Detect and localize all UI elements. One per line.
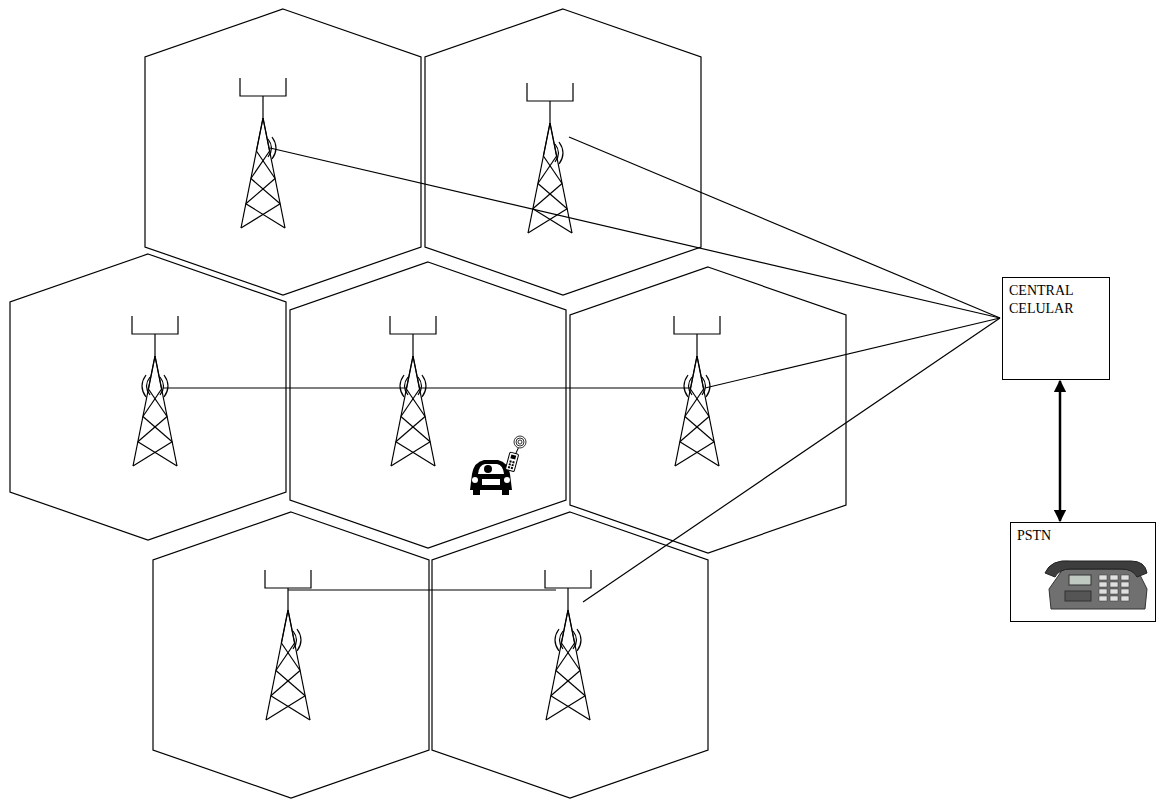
cell-tower [132, 316, 178, 466]
radio-link [583, 318, 1000, 602]
cell-hexagon [432, 512, 708, 798]
telephone-icon [1041, 555, 1151, 617]
trunk-connector [1059, 381, 1062, 521]
cell-hexagon [145, 9, 421, 295]
cell-tower [240, 78, 286, 228]
cell-hexagon [570, 267, 846, 553]
cell-hexagon [10, 254, 286, 540]
cell-tower [390, 316, 436, 466]
radio-link [288, 589, 556, 590]
radio-link [163, 387, 407, 388]
cell-tower [265, 570, 311, 720]
box-label: CENTRAL CELULAR [1009, 282, 1103, 317]
pstn-box: PSTN [1010, 522, 1156, 622]
radio-link [705, 318, 1000, 388]
cell-tower [674, 316, 720, 466]
box-label: PSTN [1017, 527, 1149, 545]
cell-hexagon [153, 512, 429, 798]
radio-link [569, 137, 1000, 318]
switching-center-box: CENTRAL CELULAR [1002, 277, 1110, 380]
cell-tower [527, 83, 573, 233]
cell-hexagon [425, 9, 701, 295]
radio-link [420, 387, 690, 388]
cell-hexagon [290, 262, 566, 548]
radio-link [270, 148, 1000, 318]
car-with-phone [470, 436, 526, 495]
cell-tower [545, 570, 591, 720]
